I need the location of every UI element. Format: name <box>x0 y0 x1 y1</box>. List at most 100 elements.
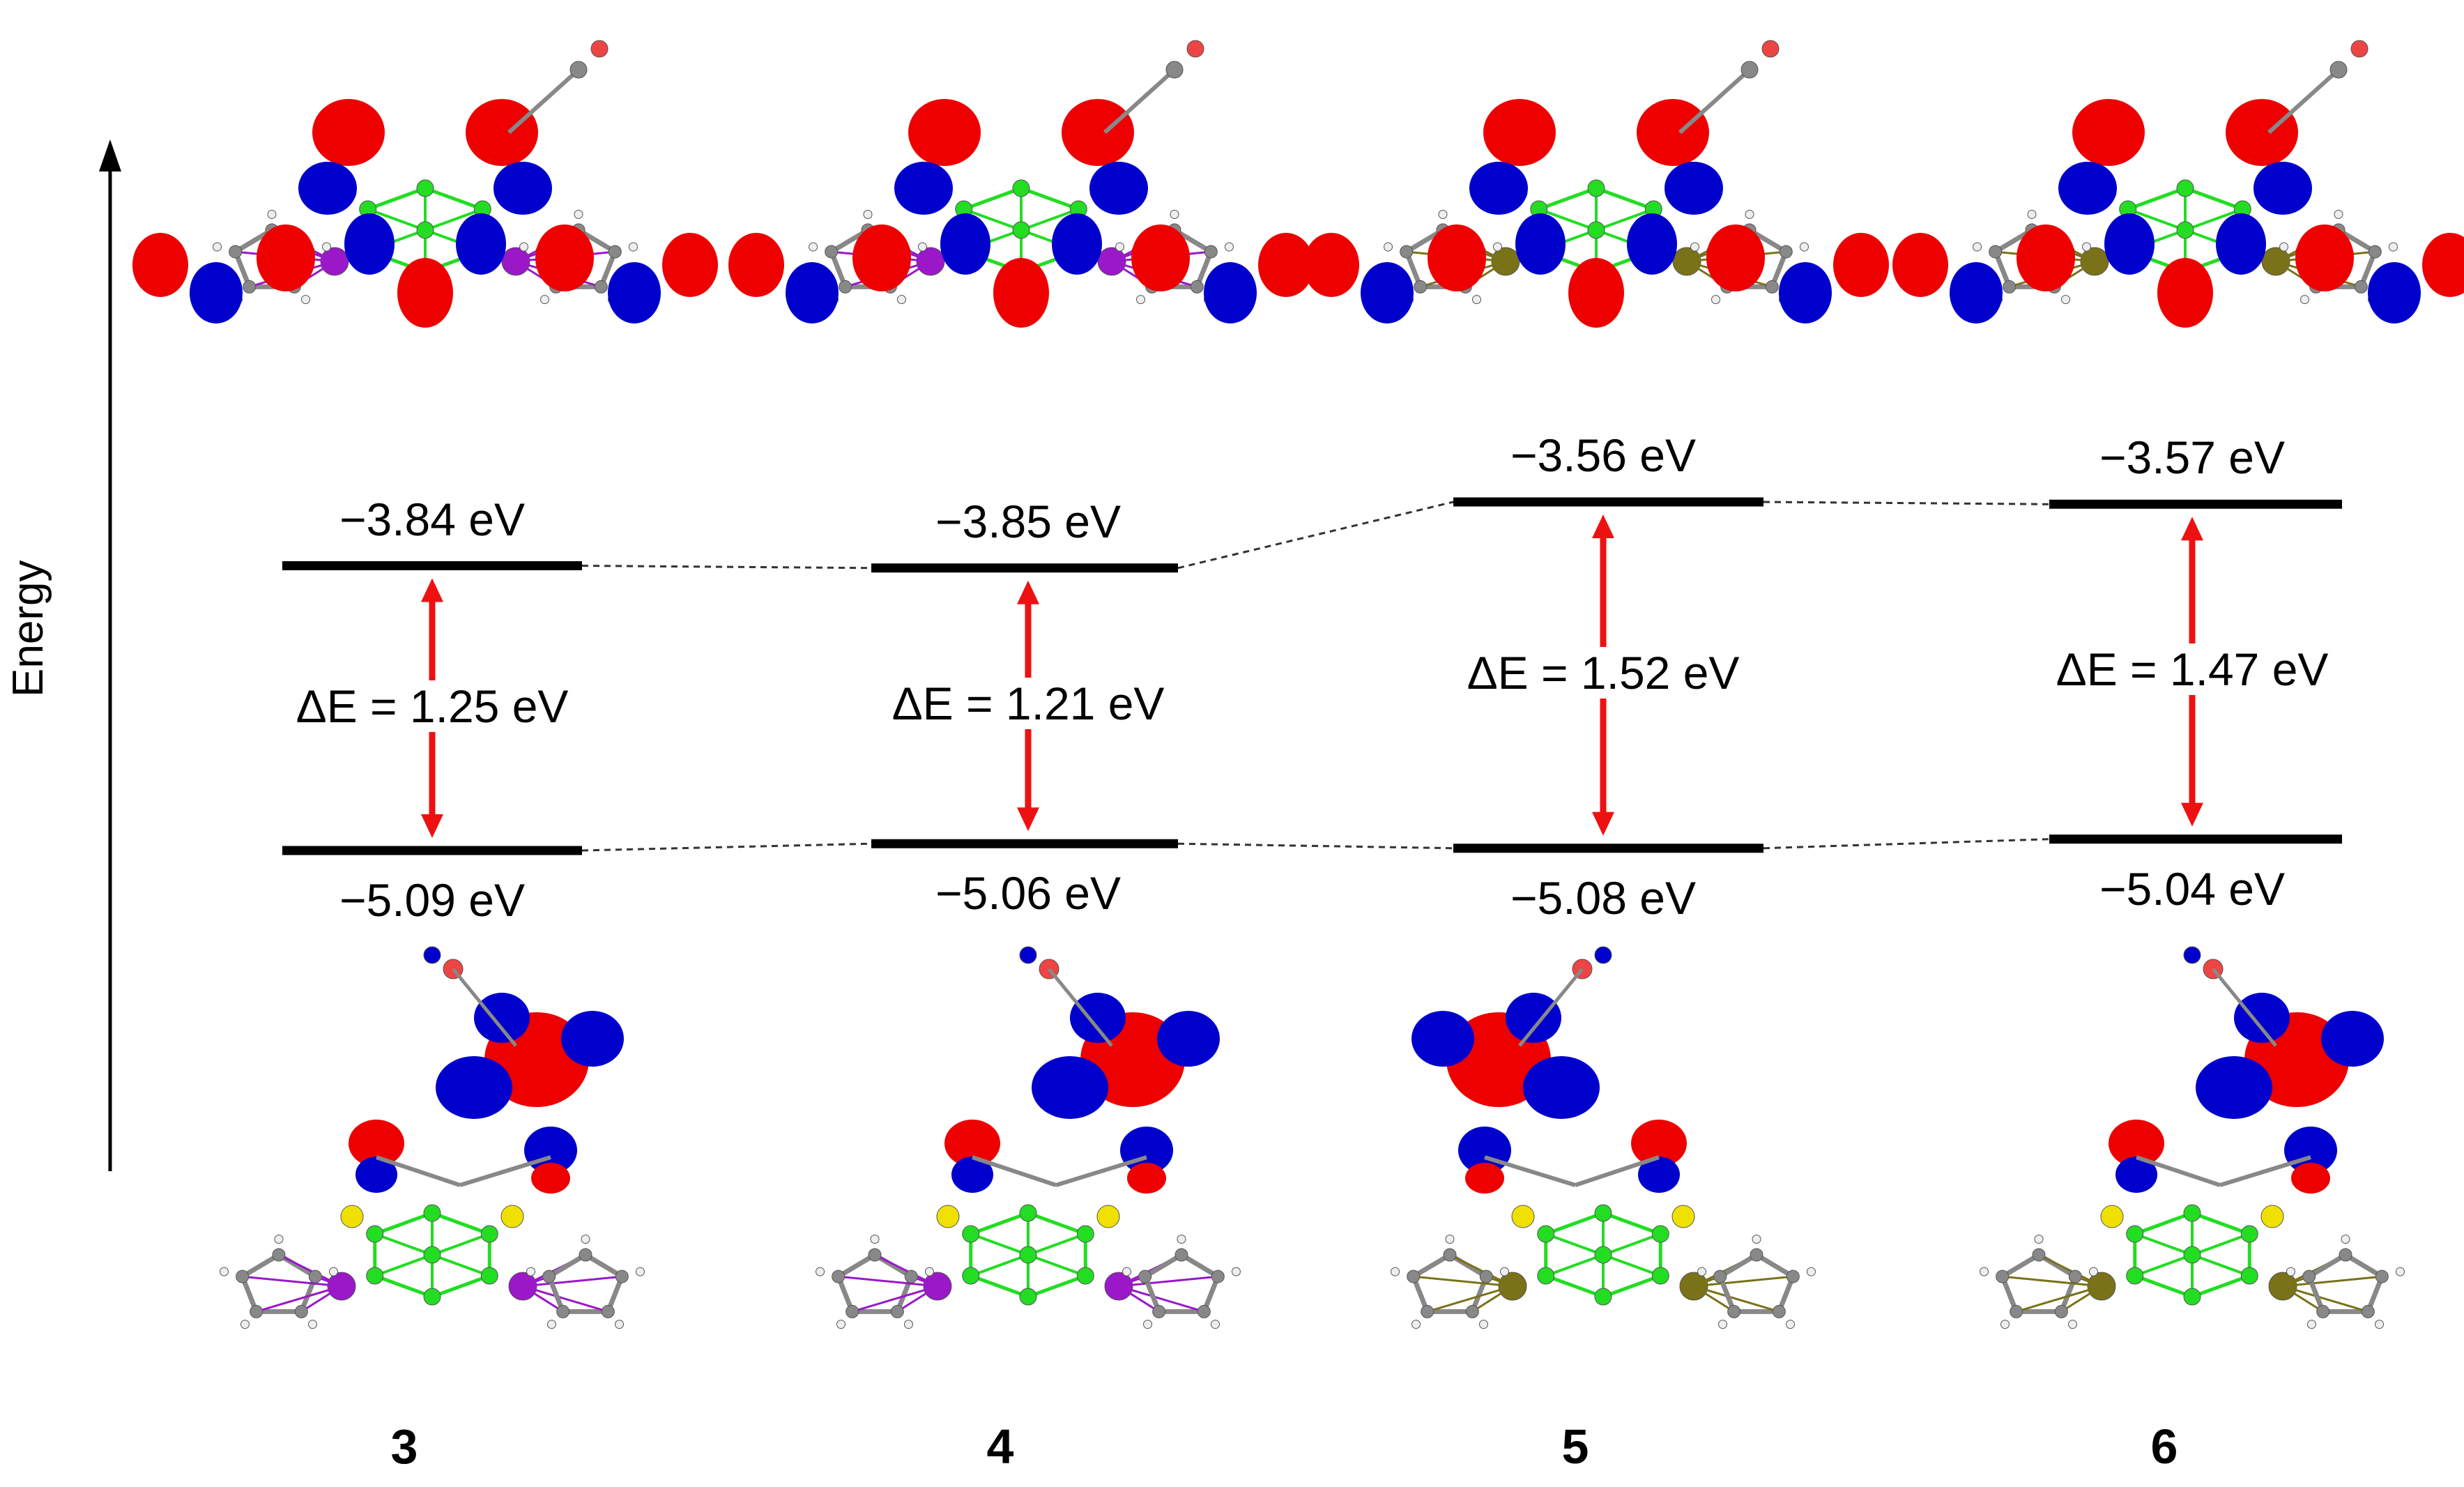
bond <box>374 1274 433 1299</box>
lumo-connector <box>581 565 872 570</box>
orbital-lobe <box>1062 99 1134 166</box>
bond <box>1027 1274 1087 1299</box>
hydrogen-atom <box>870 1235 880 1244</box>
lumo-orbital-5 <box>1303 40 1889 328</box>
homo-orbital-5 <box>1391 946 1816 1329</box>
orbital-lobe <box>1089 162 1148 215</box>
bond <box>2038 1253 2102 1288</box>
bond <box>1027 1253 1086 1277</box>
bond <box>1755 1252 1795 1279</box>
hydrogen-atom <box>574 210 583 219</box>
carbon-atom <box>308 1269 322 1283</box>
boron-atom <box>1019 1204 1037 1222</box>
orbital-lobe <box>1637 99 1709 166</box>
bond <box>2282 1285 2369 1313</box>
carbon-atom <box>1750 1248 1763 1262</box>
hydrogen-atom <box>1143 1320 1153 1329</box>
carbon-atom <box>2339 1248 2352 1262</box>
bond <box>2212 968 2277 1047</box>
boron-atom <box>480 1267 498 1285</box>
boron-atom <box>2183 1246 2201 1264</box>
bond <box>522 1285 609 1313</box>
orbital-lobe <box>1627 213 1677 275</box>
carbon-atom <box>1165 61 1184 79</box>
hydrogen-atom <box>2279 242 2289 252</box>
hydrogen-atom <box>1122 1267 1132 1276</box>
gap-label-4: ΔE = 1.21 eV <box>890 678 1166 730</box>
orbital-lobe <box>1950 262 2003 323</box>
hydrogen-atom <box>917 242 927 252</box>
homo-label-3: −5.09 eV <box>339 874 526 926</box>
orbital-lobe-small <box>1594 946 1612 964</box>
bond <box>963 208 1022 231</box>
compound-label-4: 4 <box>986 1419 1014 1474</box>
orbital-lobe <box>535 224 594 291</box>
boron-atom <box>2240 1225 2258 1243</box>
hydrogen-atom <box>220 1267 229 1276</box>
bond <box>1484 1155 1576 1187</box>
bond <box>970 1233 1029 1256</box>
bond <box>1718 1252 1758 1279</box>
hydrogen-atom <box>809 242 818 252</box>
carbon-atom <box>2354 280 2368 293</box>
carbon-atom <box>1421 1304 1434 1318</box>
sulfur-atom <box>2100 1205 2124 1228</box>
carbon-atom <box>1479 1269 1493 1283</box>
orbital-lobe <box>1706 224 1765 291</box>
orbital-lobe <box>1052 213 1102 275</box>
carbon-atom <box>608 245 622 259</box>
carbon-atom <box>294 1304 308 1318</box>
boron-atom <box>1594 1246 1612 1264</box>
carbon-atom <box>1713 1269 1727 1283</box>
carbon-atom <box>890 1304 904 1318</box>
hydrogen-atom <box>1806 1267 1816 1276</box>
boron-atom <box>423 1288 441 1306</box>
bond <box>459 1155 551 1187</box>
orbital-lobe <box>1638 1157 1680 1193</box>
bond <box>1538 186 1597 211</box>
homo-connector <box>1763 838 2050 850</box>
hydrogen-atom <box>2027 210 2037 219</box>
carbon-atom <box>1197 1304 1211 1318</box>
bond <box>256 1285 342 1313</box>
hydrogen-atom <box>321 242 331 252</box>
hydrogen-atom <box>2374 1320 2384 1329</box>
hydrogen-atom <box>1799 242 1809 252</box>
boron-atom <box>2176 179 2194 197</box>
orbital-lobe <box>1515 213 1566 275</box>
hydrogen-atom <box>2000 1320 2010 1329</box>
hydrogen-atom <box>903 1320 913 1329</box>
carbon-atom <box>2329 61 2348 79</box>
orbital-lobe <box>493 162 552 215</box>
orbital-lobe <box>1631 1120 1687 1167</box>
carbon-atom <box>2054 1304 2068 1318</box>
orbital-lobe <box>1127 1163 1166 1194</box>
orbital-lobe <box>190 262 243 323</box>
hydrogen-atom <box>836 1320 846 1329</box>
carbon-atom <box>1779 245 1793 259</box>
orbital-lobe <box>786 262 839 323</box>
bond <box>1427 1285 1513 1313</box>
carbon-atom <box>229 245 243 259</box>
bond <box>374 1211 433 1236</box>
hydrogen-atom <box>1492 242 1502 252</box>
carbon-atom <box>1772 1304 1786 1318</box>
bond <box>1449 1253 1513 1288</box>
orbital-lobe <box>1032 1056 1108 1119</box>
bond <box>431 1233 490 1256</box>
bond <box>1693 1285 1735 1313</box>
bond <box>2136 1155 2221 1187</box>
bond <box>1545 1253 1604 1277</box>
hydrogen-atom <box>2300 295 2310 305</box>
orbital-lobe <box>951 1157 993 1193</box>
orbital-lobe <box>1131 224 1190 291</box>
orbital-lobe-small <box>423 946 441 964</box>
hydrogen-atom <box>2081 242 2091 252</box>
carbon-atom <box>2068 1269 2082 1283</box>
bond <box>522 1275 622 1288</box>
orbital-lobe <box>2157 258 2213 328</box>
hydrogen-atom <box>1411 1320 1421 1329</box>
carbon-atom <box>2361 1304 2375 1318</box>
orbital-lobe <box>2422 233 2464 297</box>
